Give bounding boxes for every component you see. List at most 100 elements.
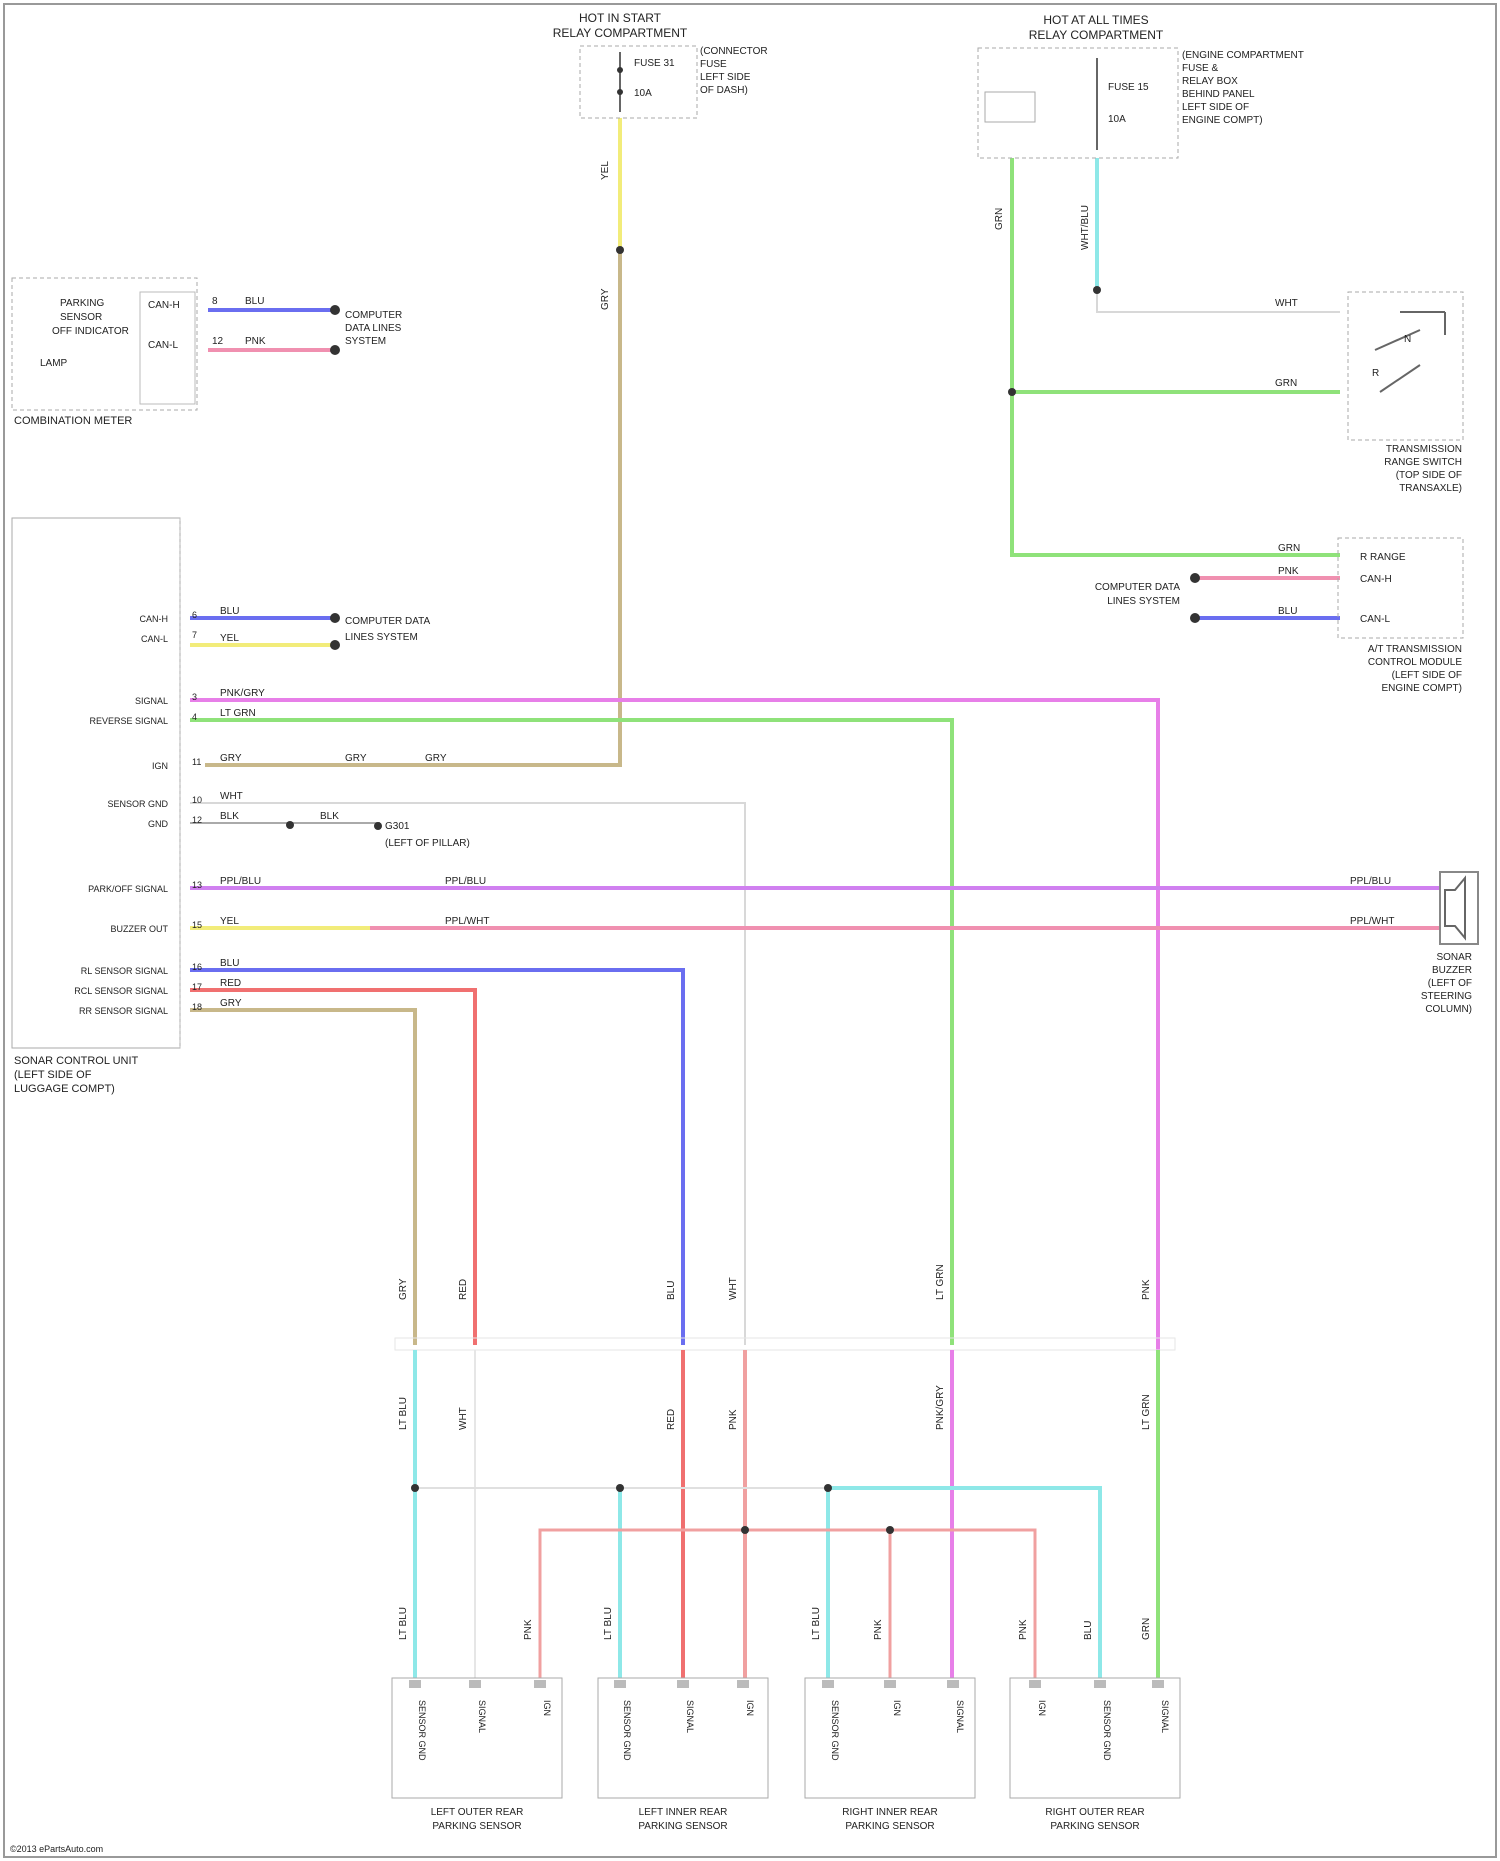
wire-label: PNK [1278, 566, 1299, 577]
sensor-pin-terminal [409, 1680, 421, 1688]
sensor-pin-terminal [469, 1680, 481, 1688]
wire-label: GRY [425, 753, 447, 764]
mid-wire-labels: GRY RED BLU WHT LT GRN PNK LT BLU WHT RE… [398, 1264, 1152, 1640]
sensor-pin-terminal [1029, 1680, 1041, 1688]
switch-contact [1380, 365, 1420, 392]
meter-inner-3: OFF INDICATOR [52, 326, 129, 337]
buzzer-title-4: STEERING [1421, 991, 1472, 1002]
mid-connector-box [395, 1338, 1175, 1350]
can-dest-2: LINES SYSTEM [345, 632, 418, 643]
tcm-title-4: ENGINE COMPT) [1381, 683, 1462, 694]
wire-relay-gray [1097, 290, 1340, 312]
sensor-title-1: RIGHT INNER REAR [842, 1807, 937, 1818]
wire-layer [190, 118, 1440, 1678]
sensor-title-1: RIGHT OUTER REAR [1045, 1807, 1144, 1818]
wire-label: BLU [1278, 606, 1297, 617]
su-pin-number: 6 [192, 610, 197, 620]
connector-terminal [1190, 613, 1200, 623]
connector-terminal [330, 613, 340, 623]
sensor-pin-label: SENSOR GND [1102, 1700, 1112, 1761]
splice-dot [1008, 388, 1016, 396]
su-pin-name: REVERSE SIGNAL [89, 716, 168, 726]
buzzer-title-3: (LEFT OF [1428, 978, 1472, 989]
su-pin-number: 13 [192, 880, 202, 890]
tr-title-2: RANGE SWITCH [1384, 457, 1462, 468]
wire-label: PNK/GRY [935, 1385, 946, 1430]
sensor-pin-label: SENSOR GND [417, 1700, 427, 1761]
relay-block-title-2: RELAY COMPARTMENT [1029, 28, 1164, 42]
splice-dot [411, 1484, 419, 1492]
wire-label: GRY [345, 753, 367, 764]
wire-label: BLU [666, 1281, 677, 1300]
wire-label: GRN [1141, 1618, 1152, 1640]
meter-pin-num: 8 [212, 296, 218, 307]
su-pin-number: 18 [192, 1002, 202, 1012]
buzzer-title-5: COLUMN) [1425, 1004, 1472, 1015]
sensor-pin-label: SIGNAL [685, 1700, 695, 1733]
wire-label: YEL [600, 161, 611, 180]
wire-su-rr [190, 1010, 415, 1345]
sensor-pin-terminal [1152, 1680, 1164, 1688]
ground-label-2: (LEFT OF PILLAR) [385, 838, 470, 849]
meter-pin-can-l: CAN-L [148, 340, 178, 351]
wire-label: GRN [1278, 543, 1300, 554]
sensor-title-2: PARKING SENSOR [1050, 1821, 1139, 1832]
wire-label: PPL/WHT [1350, 916, 1394, 927]
meter-title: COMBINATION METER [14, 415, 132, 427]
wire-label: YEL [220, 633, 239, 644]
su-pin-number: 7 [192, 630, 197, 640]
wire-label: PPL/BLU [445, 876, 486, 887]
wire-label: PNK [1141, 1279, 1152, 1300]
connector-terminal [330, 305, 340, 315]
wire-label: LT BLU [603, 1607, 614, 1640]
wire-label: WHT [1275, 298, 1298, 309]
fuse-location-2: FUSE & [1182, 63, 1218, 74]
fuse-rating: 10A [1108, 114, 1126, 125]
meter-dest-2: DATA LINES [345, 323, 402, 334]
wire-label: YEL [220, 916, 239, 927]
ground-terminal [374, 822, 382, 830]
sensor-pin-label: IGN [892, 1700, 902, 1716]
splice-dot [741, 1526, 749, 1534]
splice-dot [1093, 286, 1101, 294]
watermark: ©2013 ePartsAuto.com [10, 1844, 103, 1854]
tcm-title-1: A/T TRANSMISSION [1368, 644, 1462, 655]
wire-label: WHT/BLU [1080, 205, 1091, 250]
meter-inner-2: SENSOR [60, 312, 102, 323]
wire-label: PPL/BLU [1350, 876, 1391, 887]
fuse-location-1: (ENGINE COMPARTMENT [1182, 50, 1304, 61]
buzzer-title-1: SONAR [1436, 952, 1472, 963]
wire-label: PPL/BLU [220, 876, 261, 887]
su-pin-name: GND [148, 819, 169, 829]
sensor-box [1010, 1678, 1180, 1798]
splice-dot [616, 246, 624, 254]
wire-label: BLU [220, 606, 239, 617]
wire-label: LT BLU [398, 1607, 409, 1640]
switch-contact [1375, 330, 1420, 350]
wire-relay-green [1012, 158, 1340, 555]
sensor-title-1: LEFT INNER REAR [639, 1807, 728, 1818]
wire-label: BLU [220, 958, 239, 969]
tcm-pin: CAN-L [1360, 614, 1390, 625]
sensor-title-2: PARKING SENSOR [638, 1821, 727, 1832]
connector-terminal [330, 345, 340, 355]
wire-low-bus-pink [540, 1530, 1035, 1678]
wire-label: LT BLU [811, 1607, 822, 1640]
wire-su-reverse [190, 720, 952, 1345]
wire-label: RED [666, 1409, 677, 1430]
wire-label: WHT [458, 1407, 469, 1430]
fuse-location-3: LEFT SIDE [700, 72, 751, 83]
splice-dot [616, 1484, 624, 1492]
su-pin-number: 4 [192, 712, 197, 722]
tr-pin-n: N [1404, 334, 1411, 345]
meter-dest-3: SYSTEM [345, 336, 386, 347]
su-pin-name: IGN [152, 761, 168, 771]
wire-low-bus-cyan [828, 1488, 1100, 1678]
su-pin-name: CAN-H [140, 614, 169, 624]
wire-label: PNK/GRY [220, 688, 265, 699]
su-pin-name: RL SENSOR SIGNAL [81, 966, 168, 976]
su-pin-number: 3 [192, 692, 197, 702]
meter-pin-num: 12 [212, 336, 224, 347]
